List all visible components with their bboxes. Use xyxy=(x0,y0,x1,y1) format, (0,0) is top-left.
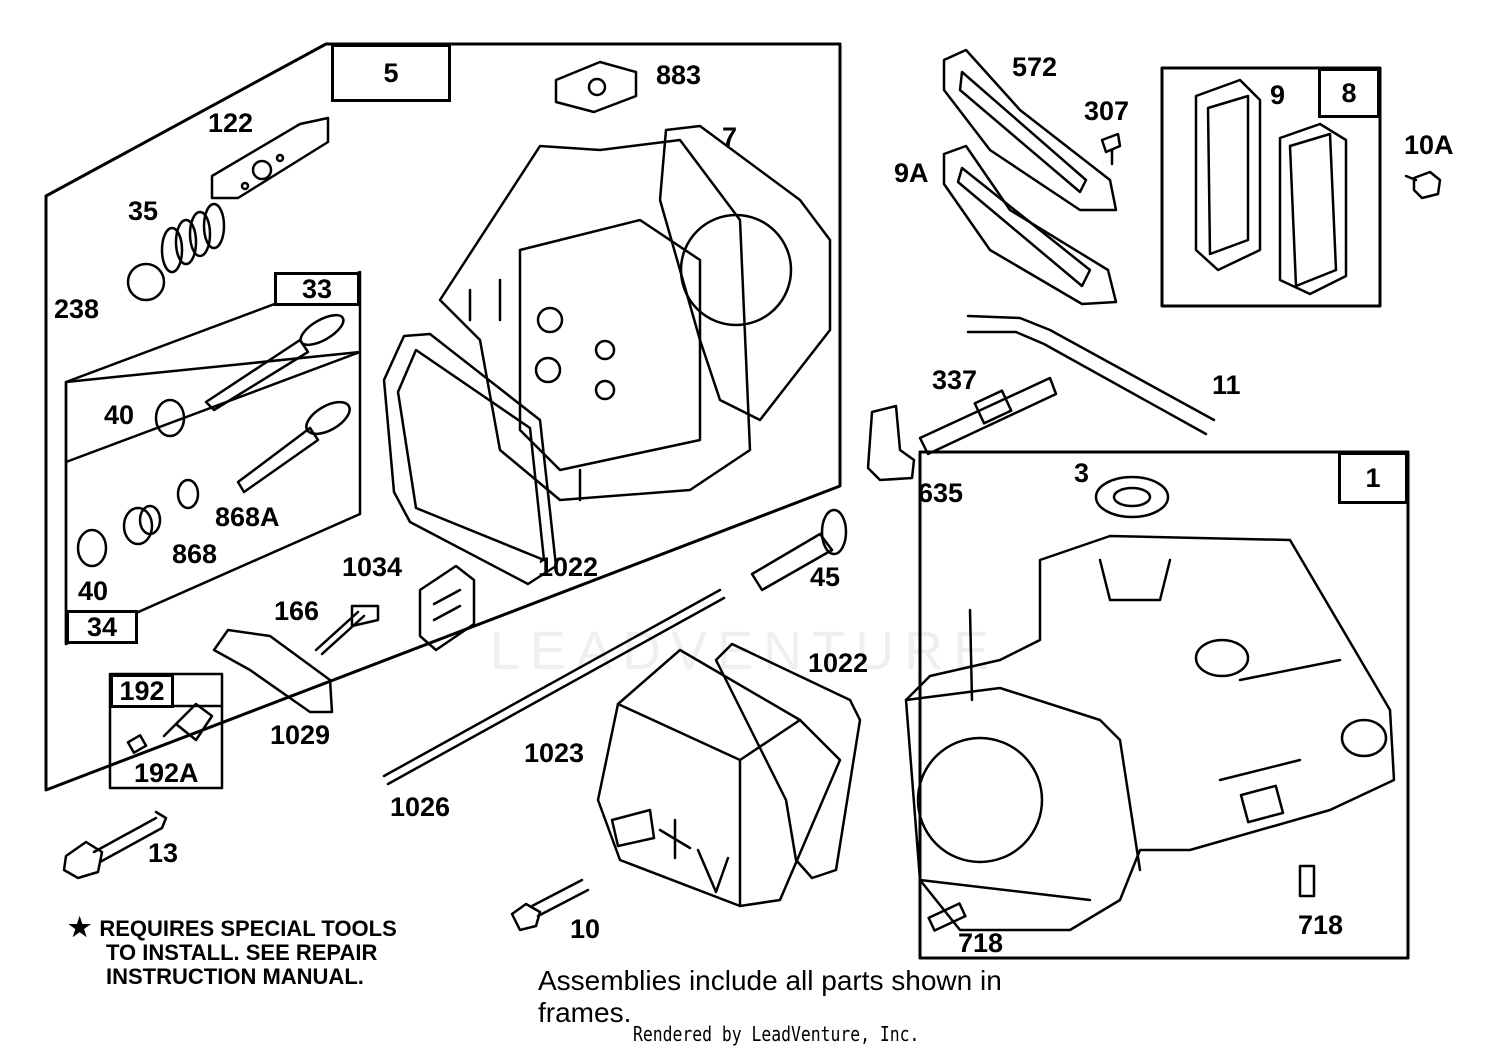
special-tools-footnote: ★ REQUIRES SPECIAL TOOLS TO INSTALL. SEE … xyxy=(68,912,397,989)
spark-plug-337-drawing xyxy=(918,376,1058,456)
part-label-10: 10 xyxy=(570,914,601,944)
valve-33-drawing xyxy=(204,313,345,412)
frame-label-1: 1 xyxy=(1338,452,1408,504)
pushrod-1026-drawing xyxy=(382,588,726,786)
gasket-9a-drawing xyxy=(942,144,1118,306)
star-icon: ★ xyxy=(68,912,92,942)
assemblies-caption: Assemblies include all parts shown in fr… xyxy=(538,965,1002,1028)
gasket-572-drawing xyxy=(942,48,1118,212)
cylinder-block-drawing xyxy=(904,534,1396,932)
valve-34-drawing xyxy=(236,400,351,494)
part-label-13: 13 xyxy=(148,838,179,868)
plate-1034-drawing xyxy=(418,564,476,652)
frame-5-outline xyxy=(44,42,842,792)
frame-label-33: 33 xyxy=(274,272,360,306)
screw-192a-drawing xyxy=(126,734,148,754)
part-label-9a: 9A xyxy=(894,158,929,188)
part-label-307: 307 xyxy=(1084,96,1130,126)
frame-label-192: 192 xyxy=(110,674,174,708)
part-label-1026: 1026 xyxy=(390,792,451,822)
gasket-7-drawing xyxy=(658,124,832,422)
spring-35-drawing xyxy=(160,202,226,274)
part-label-9: 9 xyxy=(1270,80,1286,110)
part-label-35: 35 xyxy=(128,196,159,226)
part-label-1029: 1029 xyxy=(270,720,331,750)
part-label-1022-lower: 1022 xyxy=(808,648,869,678)
pin-718a-drawing xyxy=(927,902,967,932)
pin-718b-drawing xyxy=(1298,864,1316,898)
watermark: LEADVENTURE xyxy=(490,621,1000,681)
frame-1-outline xyxy=(918,450,1410,960)
gasket-883-drawing xyxy=(554,60,638,114)
bolt-10a-drawing xyxy=(1404,170,1442,200)
footnote-line-3: INSTRUCTION MANUAL. xyxy=(106,964,364,989)
part-label-1022-upper: 1022 xyxy=(538,552,599,582)
frame-label-5: 5 xyxy=(331,44,451,102)
seal-868-drawing xyxy=(122,504,162,546)
cover-1023-drawing xyxy=(596,648,842,908)
gasket-1022b-drawing xyxy=(714,642,862,880)
gasket-9-drawing xyxy=(1194,78,1262,272)
part-label-3: 3 xyxy=(1074,458,1090,488)
part-label-45: 45 xyxy=(810,562,841,592)
part-label-40-lower: 40 xyxy=(78,576,109,606)
part-label-1023: 1023 xyxy=(524,738,585,768)
part-label-122: 122 xyxy=(208,108,254,138)
part-label-10a: 10A xyxy=(1404,130,1454,160)
part-label-11: 11 xyxy=(1212,370,1241,400)
guide-45-drawing xyxy=(750,508,848,592)
cap-238-drawing xyxy=(126,262,166,302)
part-label-337: 337 xyxy=(932,365,978,395)
bolt-13-drawing xyxy=(62,810,168,880)
part-label-883: 883 xyxy=(656,60,702,90)
stud-192-drawing xyxy=(162,702,214,742)
breather-8-drawing xyxy=(1278,122,1348,296)
part-label-572: 572 xyxy=(1012,52,1058,82)
seal-3-drawing xyxy=(1094,475,1170,519)
part-label-40-upper: 40 xyxy=(104,400,135,430)
washer-868a-drawing xyxy=(176,478,200,510)
frame-8-outline xyxy=(1160,66,1382,308)
part-label-238: 238 xyxy=(54,294,100,324)
gasket-1022a-drawing xyxy=(382,332,558,586)
boot-635-drawing xyxy=(866,404,916,482)
bolt-10-drawing xyxy=(510,878,590,932)
rendered-by-credit: Rendered by LeadVenture, Inc. xyxy=(633,1022,920,1046)
retainer-40b-drawing xyxy=(76,528,108,568)
part-label-1034: 1034 xyxy=(342,552,403,582)
retainer-40a-drawing xyxy=(154,398,186,438)
plate-122-drawing xyxy=(210,116,330,200)
tube-11-drawing xyxy=(966,314,1216,436)
footnote-line-2: TO INSTALL. SEE REPAIR xyxy=(106,940,378,965)
part-label-192a: 192A xyxy=(134,758,199,788)
frame-label-8: 8 xyxy=(1318,68,1380,118)
part-label-7: 7 xyxy=(722,122,738,152)
part-label-868: 868 xyxy=(172,539,218,569)
part-label-718-right: 718 xyxy=(1298,910,1344,940)
footnote-line-1: REQUIRES SPECIAL TOOLS xyxy=(99,916,397,941)
rocker-1029-drawing xyxy=(212,628,334,714)
cylinder-head-drawing xyxy=(438,138,752,502)
part-label-635: 635 xyxy=(918,478,964,508)
frame-label-34: 34 xyxy=(66,610,138,644)
bolt-307-drawing xyxy=(1100,132,1122,166)
part-label-718-left: 718 xyxy=(958,928,1004,958)
part-label-868a: 868A xyxy=(215,502,280,532)
stud-166-drawing xyxy=(314,604,380,656)
part-label-166: 166 xyxy=(274,596,320,626)
